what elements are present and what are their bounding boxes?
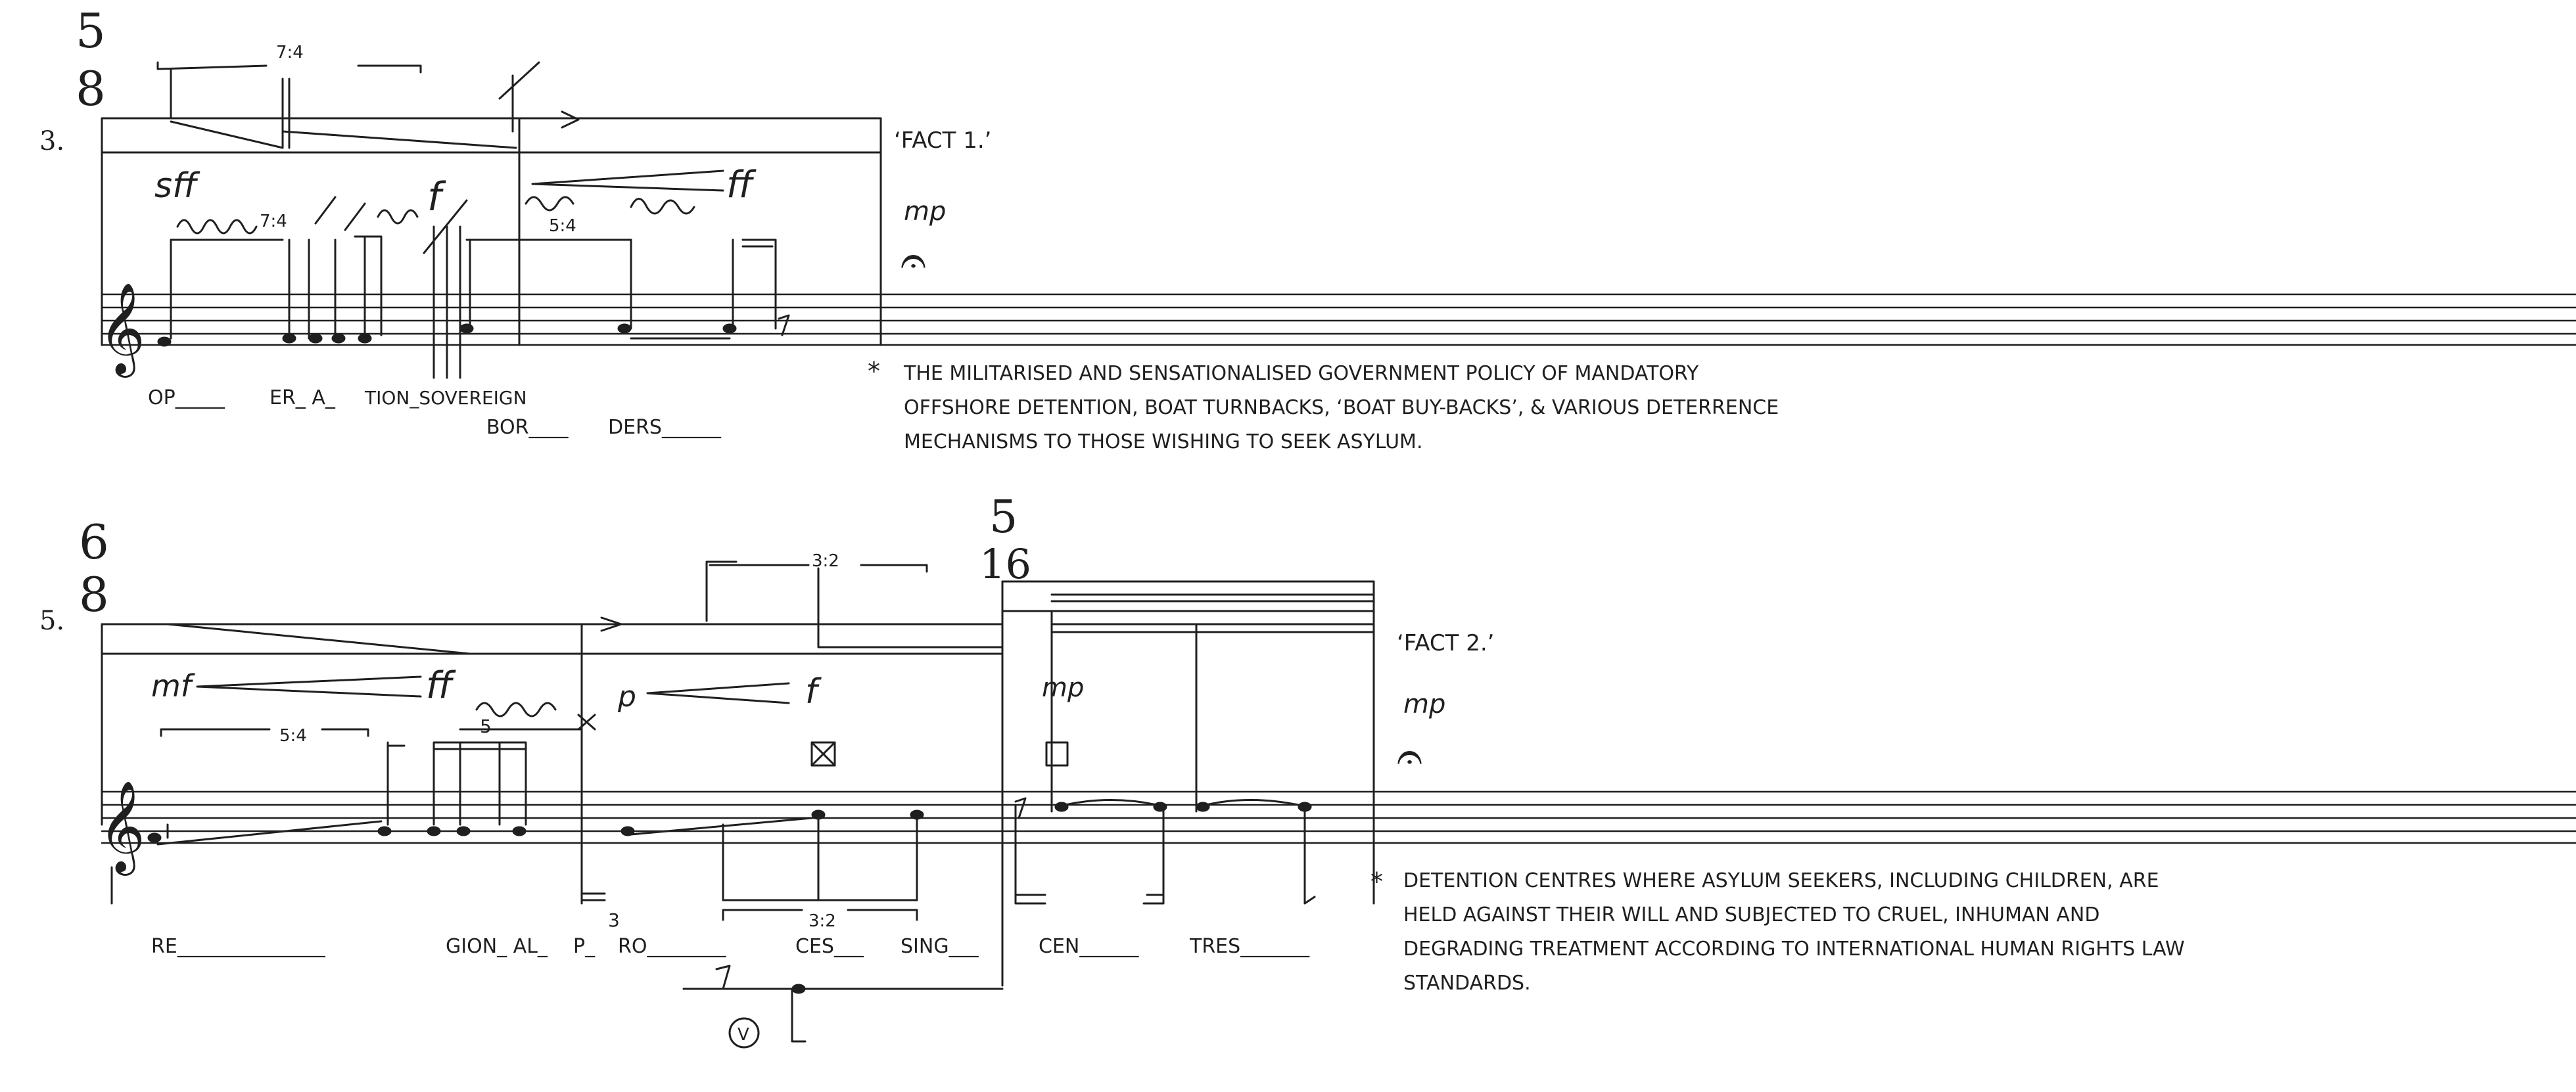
- fact-1-label: ‘FACT 1.’: [894, 127, 991, 154]
- note-head: [427, 826, 441, 836]
- system-2-number: 5.: [39, 606, 64, 636]
- time-signature-3-bottom: 16: [979, 540, 1031, 588]
- crescendo-hairpin-1: [531, 170, 724, 192]
- footnote-2-line-3: DEGRADING TREATMENT ACCORDING TO INTERNA…: [1403, 938, 2185, 961]
- lyric-bor: BOR____: [486, 416, 569, 439]
- footnote-2-line-2: HELD AGAINST THEIR WILL AND SUBJECTED TO…: [1403, 903, 2099, 926]
- time-signature-1-bottom: 8: [76, 61, 106, 116]
- dynamic-sff: sff: [154, 166, 200, 206]
- trill-squiggle-3: [525, 196, 695, 215]
- time-signature-3-top: 5: [989, 491, 1018, 543]
- note-head: [459, 323, 474, 334]
- tuplet-3-2-bottom: 3:2: [808, 911, 836, 931]
- trill-squiggle-4: [475, 702, 557, 717]
- note-head: [358, 333, 372, 344]
- note-head: [1298, 802, 1312, 812]
- system-2: 5. 6 8 5 16 3:2: [39, 491, 2576, 1049]
- tuplet-3: 3: [608, 909, 620, 931]
- time-signature-1-top: 5: [76, 3, 106, 58]
- lyric-gion-al: GION_ AL_: [446, 935, 548, 958]
- note-head: [722, 323, 737, 334]
- staff-2: [101, 790, 2576, 844]
- notes-1: [157, 196, 790, 379]
- tuplet-bracket-3-2: [722, 909, 918, 921]
- fact-2-label: ‘FACT 2.’: [1397, 630, 1494, 656]
- breath-circle-label: V: [738, 1025, 749, 1045]
- lyric-cen: CEN______: [1039, 935, 1139, 958]
- note-head: [377, 826, 392, 836]
- treble-clef-2: 𝄞: [99, 781, 145, 876]
- lyric-tres: TRES_______: [1189, 935, 1310, 958]
- dynamic-mf: mf: [151, 668, 195, 704]
- time-signature-2-top: 6: [79, 514, 109, 570]
- crescendo-hairpin-2: [196, 675, 422, 698]
- tuplet-5-4: 5:4: [549, 216, 576, 236]
- dynamic-mp-2: mp: [1042, 673, 1084, 703]
- dynamic-f: f: [427, 174, 446, 220]
- notes-2: [110, 741, 1316, 1043]
- lyric-er-a: ER_ A_: [269, 386, 336, 409]
- dynamic-mp-3: mp: [1403, 689, 1445, 719]
- x-box-notehead: [810, 741, 836, 767]
- dynamic-mp: mp: [904, 196, 946, 227]
- breath-circle: [728, 1017, 760, 1049]
- tuplet-5-4-b: 5:4: [279, 726, 307, 746]
- lyric-sing: SING___: [901, 935, 979, 958]
- note-head: [157, 336, 172, 347]
- trill-squiggle-1: [176, 219, 258, 235]
- tuplet-7-4-mid: 7:4: [260, 212, 287, 231]
- lyric-p: P_: [573, 935, 596, 958]
- tuplet-bracket-5-4: [160, 728, 369, 737]
- system-1-number: 3.: [39, 126, 64, 156]
- footnote-2-marker: *: [1370, 867, 1383, 896]
- footnote-2-line-4: STANDARDS.: [1403, 972, 1531, 995]
- box-notehead: [1045, 741, 1069, 767]
- treble-clef-1: 𝄞: [99, 283, 145, 378]
- note-head: [456, 826, 471, 836]
- staff-1: [101, 293, 2576, 346]
- footnote-2-line-1: DETENTION CENTRES WHERE ASYLUM SEEKERS, …: [1403, 869, 2159, 892]
- dynamic-p: p: [617, 680, 636, 714]
- lyric-ders: DERS______: [608, 416, 722, 439]
- dynamic-ff-2: ff: [426, 664, 456, 707]
- system-1: 3. 5 8 7:4 𝄞 sff: [39, 3, 2576, 453]
- note-head: [331, 333, 346, 344]
- tuplet-7-4-top: 7:4: [276, 43, 304, 62]
- fermata-1: 𝄐: [901, 233, 926, 287]
- lyric-tion-sovereign: TION_SOVEREIGN: [364, 387, 527, 409]
- fermata-2: 𝄐: [1397, 729, 1422, 783]
- trill-squiggle-2: [377, 209, 419, 225]
- rhythm-box-2: [101, 560, 1375, 987]
- lyric-op: OP_____: [148, 386, 225, 409]
- time-signature-2-bottom: 8: [79, 567, 109, 622]
- note-head: [308, 333, 323, 344]
- lyric-ro: RO________: [618, 935, 726, 958]
- crescendo-hairpin-3: [646, 682, 790, 704]
- note-head: [910, 809, 924, 820]
- tuplet-5: 5: [480, 716, 492, 737]
- rhythm-box-1: [101, 61, 882, 346]
- lyric-ces: CES___: [795, 935, 864, 958]
- dynamic-f-2: f: [805, 672, 822, 712]
- note-head: [811, 809, 826, 820]
- footnote-1-line-3: MECHANISMS TO THOSE WISHING TO SEEK ASYL…: [904, 430, 1422, 453]
- note-head: [512, 826, 527, 836]
- note-head: [1196, 802, 1210, 812]
- note-head: [1153, 802, 1167, 812]
- tuplet-3-2-top: 3:2: [812, 551, 839, 571]
- footnote-1-line-1: THE MILITARISED AND SENSATIONALISED GOVE…: [903, 362, 1699, 385]
- note-head: [282, 333, 296, 344]
- dynamic-ff: ff: [726, 164, 757, 206]
- note-head: [1054, 802, 1069, 812]
- lyric-re: RE_______________: [151, 935, 326, 958]
- note-head: [147, 832, 162, 843]
- note-head: [617, 323, 632, 334]
- footnote-1-marker: *: [868, 357, 880, 386]
- footnote-1-line-2: OFFSHORE DETENTION, BOAT TURNBACKS, ‘BOA…: [904, 396, 1779, 419]
